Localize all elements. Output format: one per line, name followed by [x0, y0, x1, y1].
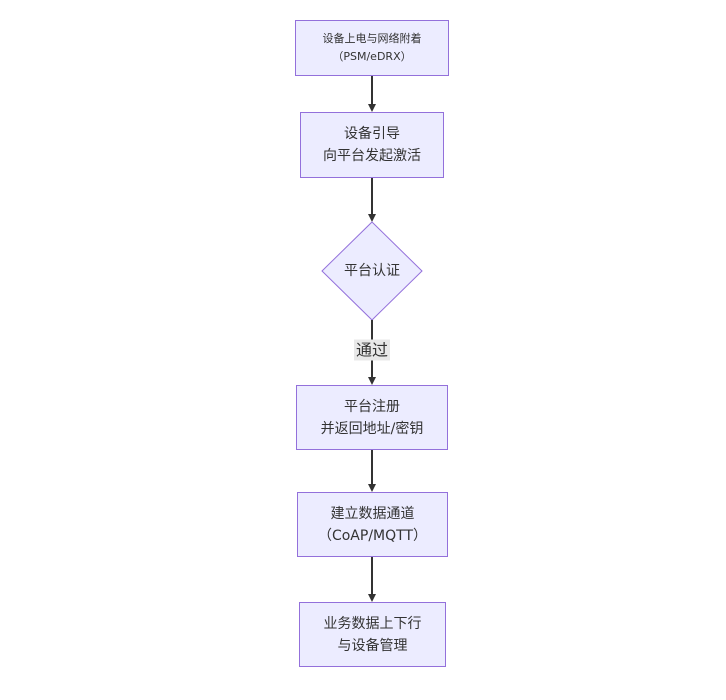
node-label-line: （PSM/eDRX） — [332, 50, 412, 63]
node-label-line: 平台注册 — [344, 398, 400, 415]
arrowhead-down-icon — [367, 214, 376, 222]
node-label-line: 设备引导 — [344, 126, 400, 142]
arrowhead-down-icon — [367, 594, 376, 602]
node-platform-auth-decision: 平台认证 — [321, 221, 423, 321]
node-label-line: 并返回地址/密钥 — [320, 420, 424, 437]
node-label-line: 业务数据上下行 — [323, 615, 422, 632]
node-business-data-device-mgmt: 业务数据上下行 与设备管理 — [299, 602, 446, 667]
node-establish-data-channel: 建立数据通道 （CoAP/MQTT） — [297, 492, 448, 557]
node-label-line: 平台认证 — [344, 263, 400, 279]
node-label-line: 与设备管理 — [337, 637, 408, 654]
edge-label-pass: 通过 — [353, 339, 391, 361]
node-device-bootstrap-activate: 设备引导 向平台发起激活 — [300, 112, 444, 178]
node-label-line: 设备上电与网络附着 — [322, 32, 422, 45]
arrowhead-down-icon — [367, 484, 376, 492]
edge-connector — [371, 557, 373, 595]
edge-connector — [371, 450, 373, 485]
node-label-line: 建立数据通道 — [330, 505, 415, 522]
edge-connector — [371, 76, 373, 105]
node-label-line: （CoAP/MQTT） — [317, 527, 428, 544]
edge-connector — [371, 178, 373, 215]
arrowhead-down-icon — [367, 104, 376, 112]
node-device-power-network-attach: 设备上电与网络附着 （PSM/eDRX） — [295, 20, 449, 76]
arrowhead-down-icon — [367, 377, 376, 385]
node-platform-register: 平台注册 并返回地址/密钥 — [296, 385, 448, 450]
node-label-line: 向平台发起激活 — [323, 148, 421, 164]
